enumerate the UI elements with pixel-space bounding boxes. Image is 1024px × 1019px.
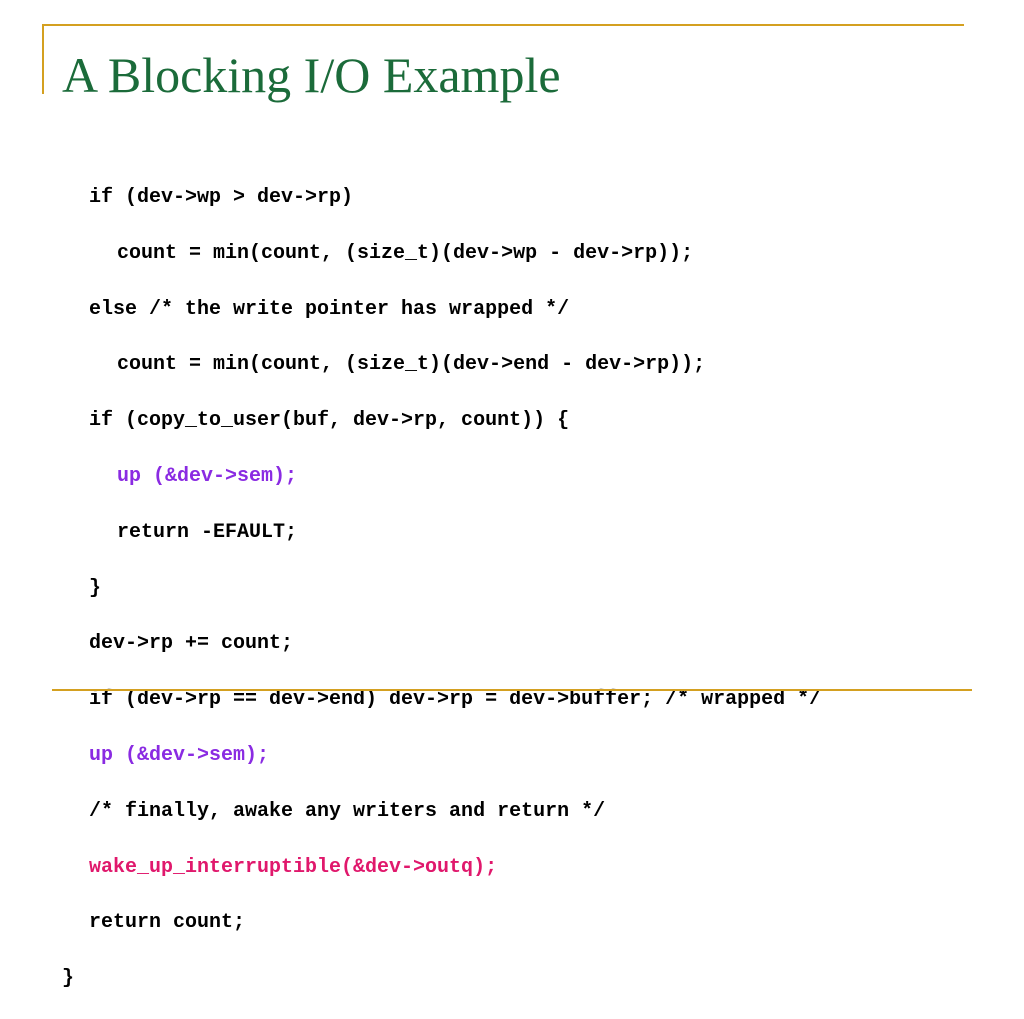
code-line: if (copy_to_user(buf, dev->rp, count)) { (89, 409, 570, 433)
code-line-highlight-magenta: wake_up_interruptible(&dev->outq); (89, 855, 498, 879)
left-accent-rule (42, 24, 44, 94)
code-line: else /* the write pointer has wrapped */ (89, 297, 570, 321)
code-line: /* finally, awake any writers and return… (89, 799, 606, 823)
top-accent-rule (42, 24, 964, 26)
code-line: } (89, 576, 102, 600)
slide-title: A Blocking I/O Example (62, 47, 561, 103)
bottom-accent-rule (52, 689, 972, 691)
code-line: count = min(count, (size_t)(dev->wp - de… (117, 241, 694, 265)
code-line: if (dev->rp == dev->end) dev->rp = dev->… (89, 688, 822, 712)
code-line: return -EFAULT; (117, 520, 298, 544)
code-block: if (dev->wp > dev->rp) count = min(count… (62, 182, 821, 1019)
code-line: return count; (89, 911, 246, 935)
code-line-highlight-purple: up (&dev->sem); (117, 464, 298, 488)
code-line: count = min(count, (size_t)(dev->end - d… (117, 353, 706, 377)
code-line-highlight-purple: up (&dev->sem); (89, 743, 270, 767)
code-line: if (dev->wp > dev->rp) (89, 186, 354, 209)
code-line: dev->rp += count; (89, 632, 294, 656)
code-line: } (62, 967, 75, 991)
